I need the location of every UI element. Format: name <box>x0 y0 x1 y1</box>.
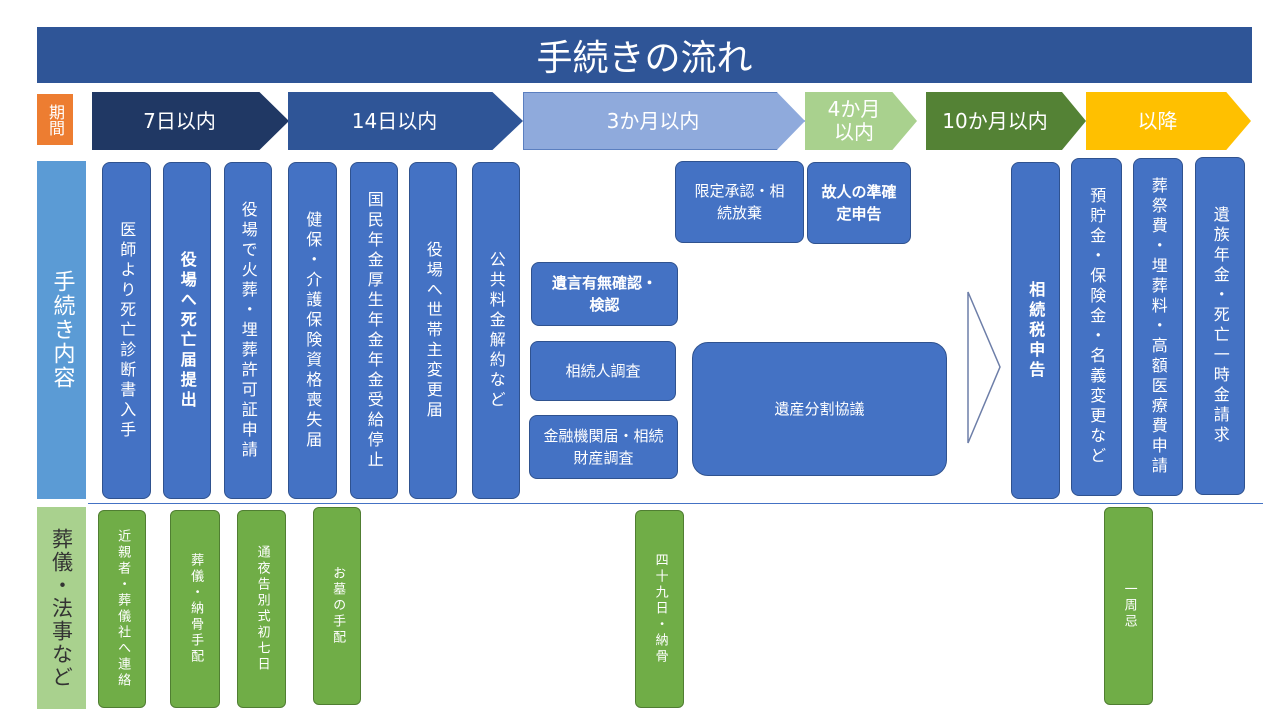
period-14-days: 14日以内 <box>288 92 523 150</box>
period-14-days-label: 14日以内 <box>351 108 438 133</box>
funeral-forty-ninth: 四十九日・納骨 <box>635 510 684 708</box>
period-3-months-label: 3か月以内 <box>606 108 700 133</box>
proc-final-tax-return: 故人の準確定申告 <box>807 162 911 244</box>
period-4-months: 4か月以内 <box>805 92 917 150</box>
period-7-days-label: 7日以内 <box>143 108 216 133</box>
proc-limited-approval: 限定承認・相続放棄 <box>675 161 804 243</box>
funeral-wake: 通夜告別式初七日 <box>237 510 286 708</box>
funeral-label: 葬儀・法事など <box>37 507 86 709</box>
period-7-days: 7日以内 <box>92 92 289 150</box>
proc-funeral-cost-claim: 葬祭費・埋葬料・高額医療費申請 <box>1133 158 1183 496</box>
period-after: 以降 <box>1086 92 1251 150</box>
proc-death-certificate: 医師より死亡診断書入手 <box>102 162 151 499</box>
proc-cremation-permit: 役場で火葬・埋葬許可証申請 <box>224 162 272 499</box>
proc-household-change: 役場へ世帯主変更届 <box>409 162 457 499</box>
period-4-months-label: 4か月以内 <box>827 97 881 144</box>
proc-heir-survey: 相続人調査 <box>530 341 676 401</box>
funeral-grave: お墓の手配 <box>313 507 361 705</box>
proc-deposit-name-change: 預貯金・保険金・名義変更など <box>1071 158 1122 496</box>
proc-will-check: 遺言有無確認・検認 <box>531 262 678 326</box>
proc-utilities: 公共料金解約など <box>472 162 520 499</box>
page-title: 手続きの流れ <box>37 27 1252 83</box>
period-10-months-label: 10か月以内 <box>942 108 1048 133</box>
row-divider <box>88 503 1263 504</box>
funeral-arrangement: 葬儀・納骨手配 <box>170 510 220 708</box>
proc-inheritance-tax: 相続税申告 <box>1011 162 1060 499</box>
proc-estate-division: 遺産分割協議 <box>692 342 947 476</box>
procedures-label: 手続き内容 <box>37 161 86 499</box>
proc-pension-stop: 国民年金厚生年金年金受給停止 <box>350 162 398 499</box>
funeral-first-anniversary: 一周忌 <box>1104 507 1153 705</box>
funeral-contact: 近親者・葬儀社へ連絡 <box>98 510 146 708</box>
period-10-months: 10か月以内 <box>926 92 1086 150</box>
period-label: 期間 <box>37 94 73 145</box>
proc-financial-survey: 金融機関届・相続財産調査 <box>529 415 678 479</box>
flow-arrow-icon <box>967 291 1001 444</box>
proc-survivor-pension: 遺族年金・死亡一時金請求 <box>1195 157 1245 495</box>
period-after-label: 以降 <box>1137 108 1178 133</box>
proc-insurance-loss: 健保・介護保険資格喪失届 <box>288 162 337 499</box>
period-3-months: 3か月以内 <box>523 92 805 150</box>
proc-death-notice: 役場へ死亡届提出 <box>163 162 211 499</box>
